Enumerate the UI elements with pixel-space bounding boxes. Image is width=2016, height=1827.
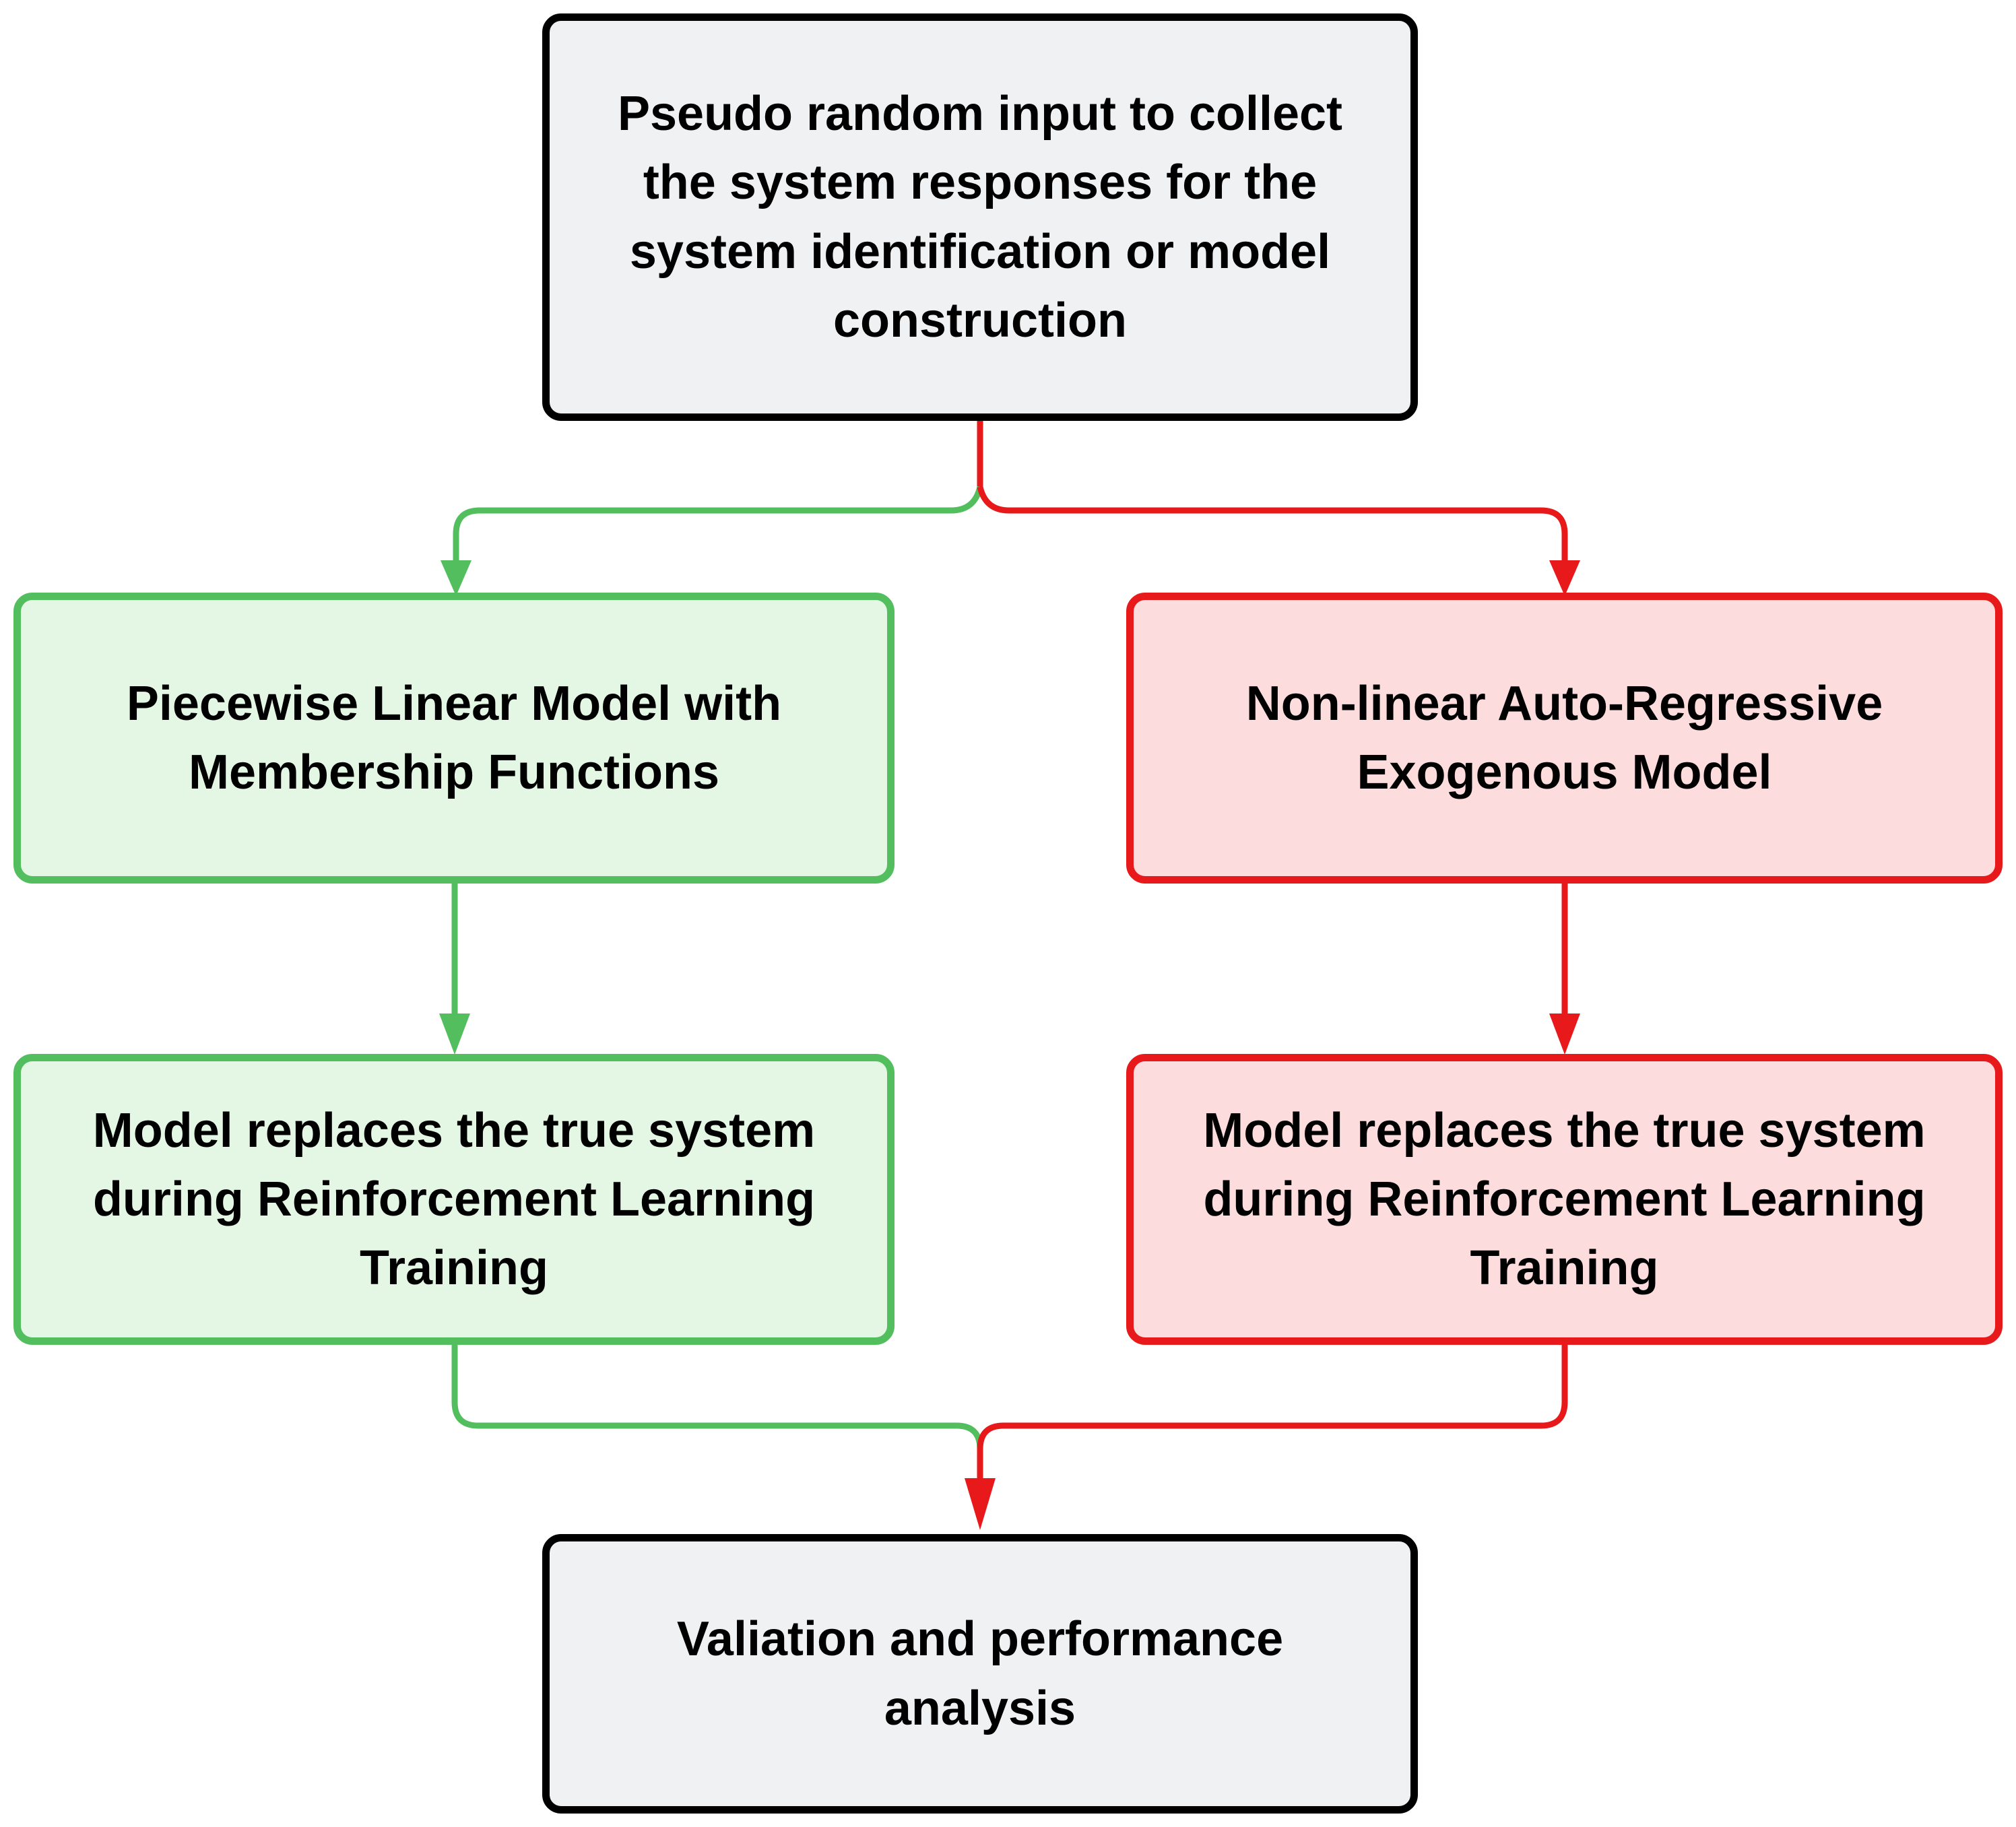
edge-merge-to-validation-arrowhead (965, 1478, 996, 1530)
edge-narx-to-narx-rl-arrowhead (1549, 1014, 1580, 1055)
edge-input-to-pwl-arrowhead (441, 560, 472, 596)
node-narx-model[interactable]: Non-linear Auto-Regressive Exogenous Mod… (1126, 593, 2003, 884)
edge-pwl-rl-to-validation (451, 1345, 983, 1455)
edge-input-to-narx (977, 486, 1568, 564)
node-piecewise-linear-model[interactable]: Piecewise Linear Model with Membership F… (13, 593, 895, 884)
edge-narx-rl-to-validation (977, 1345, 1568, 1500)
node-validation-performance-analysis[interactable]: Valiation and performance analysis (542, 1534, 1418, 1814)
node-pwl-model-replaces-system[interactable]: Model replaces the true system during Re… (13, 1054, 895, 1345)
edge-input-to-pwl (453, 486, 983, 564)
edge-pwl-to-pwl-rl-arrowhead (439, 1014, 470, 1055)
node-pseudo-random-input[interactable]: Pseudo random input to collect the syste… (542, 13, 1418, 421)
node-narx-model-label: Non-linear Auto-Regressive Exogenous Mod… (1245, 676, 1883, 799)
node-narx-model-replaces-system-label: Model replaces the true system during Re… (1203, 1103, 1926, 1296)
node-narx-model-replaces-system[interactable]: Model replaces the true system during Re… (1126, 1054, 2003, 1345)
node-piecewise-linear-model-label: Piecewise Linear Model with Membership F… (126, 676, 782, 799)
node-validation-performance-analysis-label: Valiation and performance analysis (676, 1612, 1284, 1735)
edge-input-to-narx-arrowhead (1549, 560, 1580, 596)
node-pseudo-random-input-label: Pseudo random input to collect the syste… (617, 87, 1343, 347)
node-pwl-model-replaces-system-label: Model replaces the true system during Re… (92, 1103, 816, 1296)
